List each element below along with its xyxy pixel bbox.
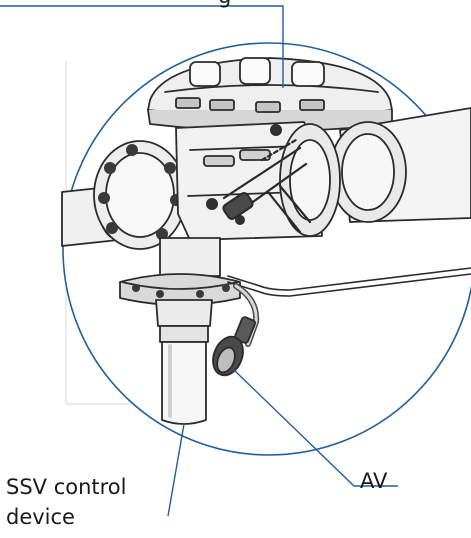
av-valve bbox=[212, 283, 260, 377]
valve-handle-icon bbox=[222, 191, 254, 221]
ssv-label-line-1: SSV control bbox=[6, 475, 127, 499]
sensing-line bbox=[227, 267, 471, 297]
callout-label-ssv-control-device: SSV control device bbox=[6, 472, 127, 533]
bolt-icon bbox=[104, 162, 116, 174]
valve-body bbox=[175, 121, 341, 241]
callout-label-av: AV bbox=[360, 469, 388, 493]
ssv-control-device bbox=[119, 237, 241, 425]
leader-line-ssv bbox=[167, 423, 185, 517]
ssv-label-line-2: device bbox=[6, 505, 75, 530]
leader-line-top bbox=[0, 5, 284, 88]
inlet-flange bbox=[61, 140, 187, 250]
valve-handle bbox=[222, 138, 312, 234]
callout-label-top: g bbox=[218, 0, 231, 11]
regulator-assembly bbox=[61, 57, 471, 425]
leader-lines bbox=[0, 5, 398, 517]
outlet-pipe bbox=[329, 107, 471, 223]
leader-line-av bbox=[233, 369, 398, 487]
